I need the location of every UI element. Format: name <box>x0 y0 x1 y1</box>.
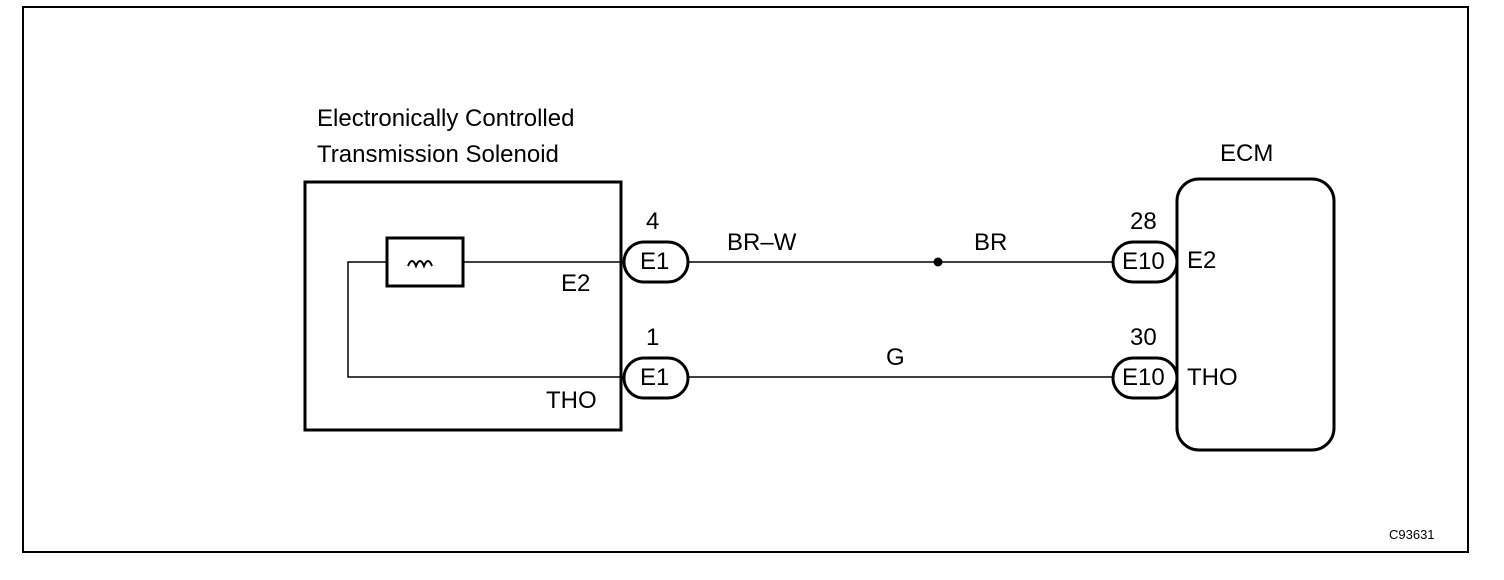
solenoid-box <box>303 180 623 432</box>
pin-number-1: 1 <box>646 324 660 351</box>
ecm-pin-tho: THO <box>1187 364 1238 391</box>
connector-e10-top-label: E10 <box>1122 248 1165 275</box>
connector-e10-bottom-label: E10 <box>1122 364 1165 391</box>
connector-e1-bottom <box>622 356 690 400</box>
diagram-frame <box>22 6 1469 553</box>
solenoid-pin-e2: E2 <box>561 270 591 297</box>
solenoid-pin-tho: THO <box>546 387 597 414</box>
connector-e1-top-label: E1 <box>640 248 670 275</box>
connector-e1-bottom-label: E1 <box>640 364 670 391</box>
ecm-title: ECM <box>1220 140 1274 167</box>
pin-number-4: 4 <box>646 208 660 235</box>
ecm-box <box>1175 177 1336 452</box>
pin-number-30: 30 <box>1130 324 1157 351</box>
wire-color-br-w: BR–W <box>727 229 797 256</box>
solenoid-internal-wire <box>347 261 625 378</box>
wire-color-br: BR <box>974 229 1008 256</box>
solenoid-title-line2: Transmission Solenoid <box>317 141 559 168</box>
solenoid-title-line1: Electronically Controlled <box>317 105 575 132</box>
connector-e10-bottom <box>1111 356 1179 400</box>
ecm-pin-e2: E2 <box>1187 247 1217 274</box>
coil-icon <box>407 260 433 269</box>
figure-code: C93631 <box>1389 527 1435 542</box>
connector-e10-top <box>1111 240 1179 284</box>
wire-color-g: G <box>886 344 905 371</box>
pin-number-28: 28 <box>1130 208 1157 235</box>
